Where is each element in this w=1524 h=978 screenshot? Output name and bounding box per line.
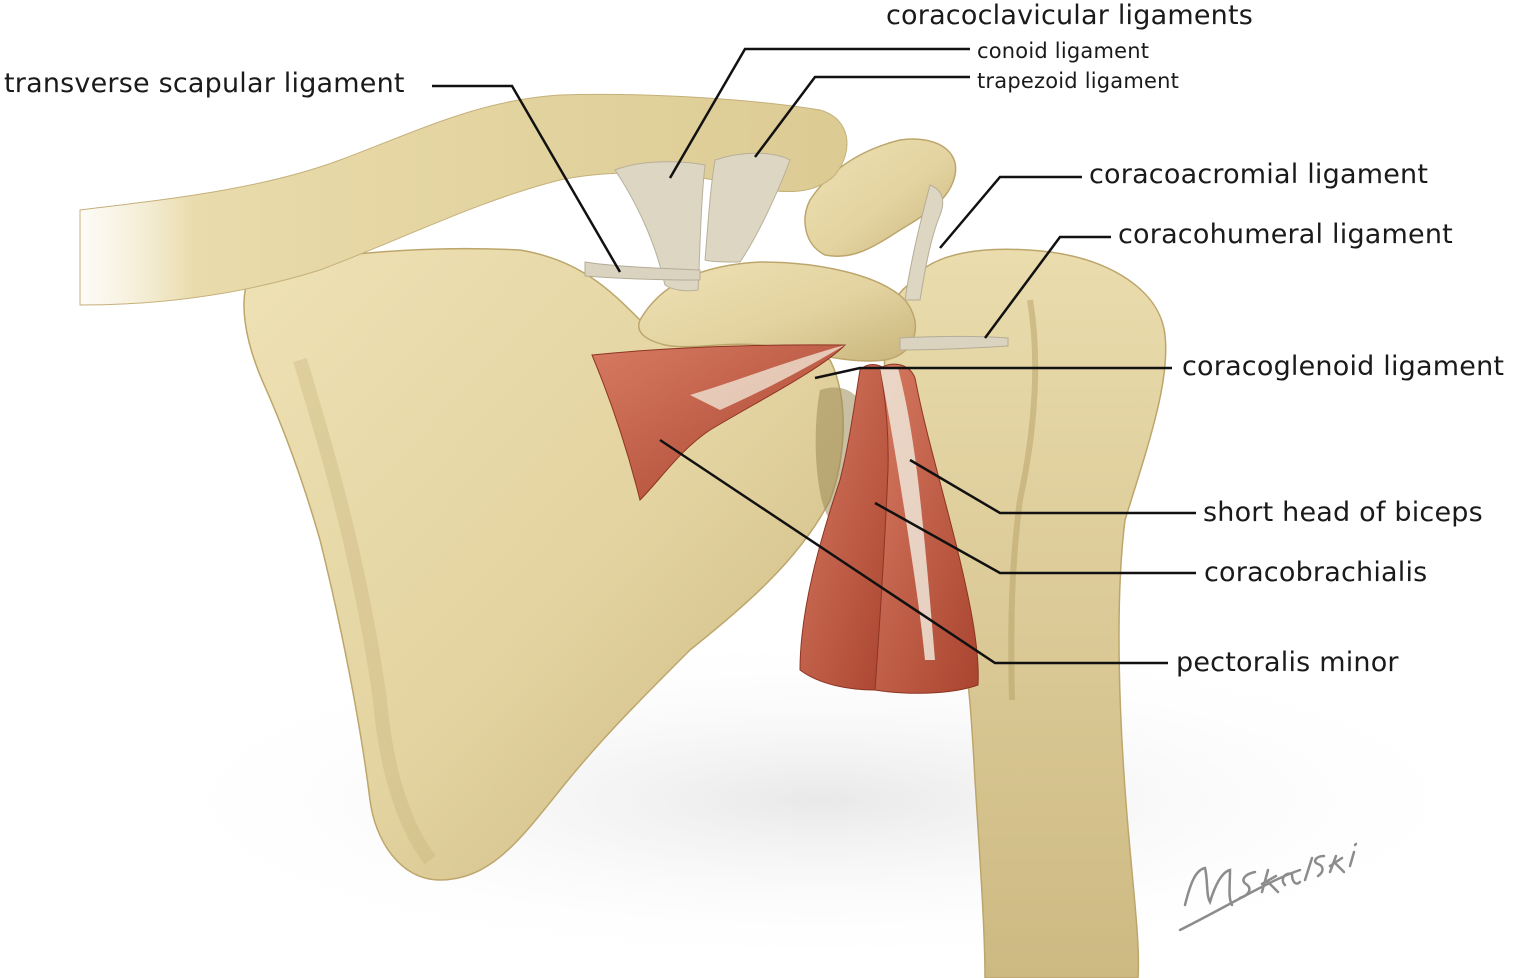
artist-signature: [1178, 842, 1358, 932]
trapezoid-ligament-shape: [704, 152, 791, 263]
label-conoid-ligament: conoid ligament: [977, 39, 1150, 63]
leader-trapezoid: [754, 75, 970, 158]
conoid-ligament-shape: [614, 161, 706, 292]
label-coracobrachialis: coracobrachialis: [1204, 557, 1428, 588]
leader-pectoralis: [659, 438, 1168, 665]
label-coracohumeral-ligament: coracohumeral ligament: [1118, 219, 1453, 250]
leader-lines: [432, 47, 1196, 665]
leader-coracobrachialis: [874, 501, 1196, 575]
clavicle: [79, 93, 848, 306]
biceps-tendon: [880, 368, 935, 660]
humerus-groove: [1008, 299, 1039, 701]
label-coracoacromial-ligament: coracoacromial ligament: [1089, 159, 1429, 190]
coracohumeral-ligament-shape: [899, 336, 1009, 351]
leader-coracoacromial: [939, 175, 1082, 249]
label-transverse-scapular-ligament: transverse scapular ligament: [4, 68, 405, 99]
leader-coracohumeral: [983, 235, 1111, 339]
label-pectoralis-minor: pectoralis minor: [1176, 647, 1399, 678]
leader-coracoglenoid: [814, 366, 1172, 380]
coracoacromial-ligament-shape: [904, 184, 944, 301]
label-trapezoid-ligament: trapezoid ligament: [977, 69, 1180, 93]
leader-conoid: [668, 47, 970, 179]
label-coracoclavicular-ligaments: coracoclavicular ligaments: [886, 0, 1253, 31]
leader-transverse: [432, 84, 622, 273]
label-short-head-of-biceps: short head of biceps: [1203, 497, 1483, 528]
leader-short-head: [909, 458, 1196, 515]
scapula-shading: [293, 357, 436, 865]
pectoralis-minor-shape: [591, 344, 847, 501]
label-coracoglenoid-ligament: coracoglenoid ligament: [1182, 351, 1505, 382]
coracoid-process: [638, 261, 916, 362]
pectoralis-minor-tendon: [690, 345, 845, 410]
